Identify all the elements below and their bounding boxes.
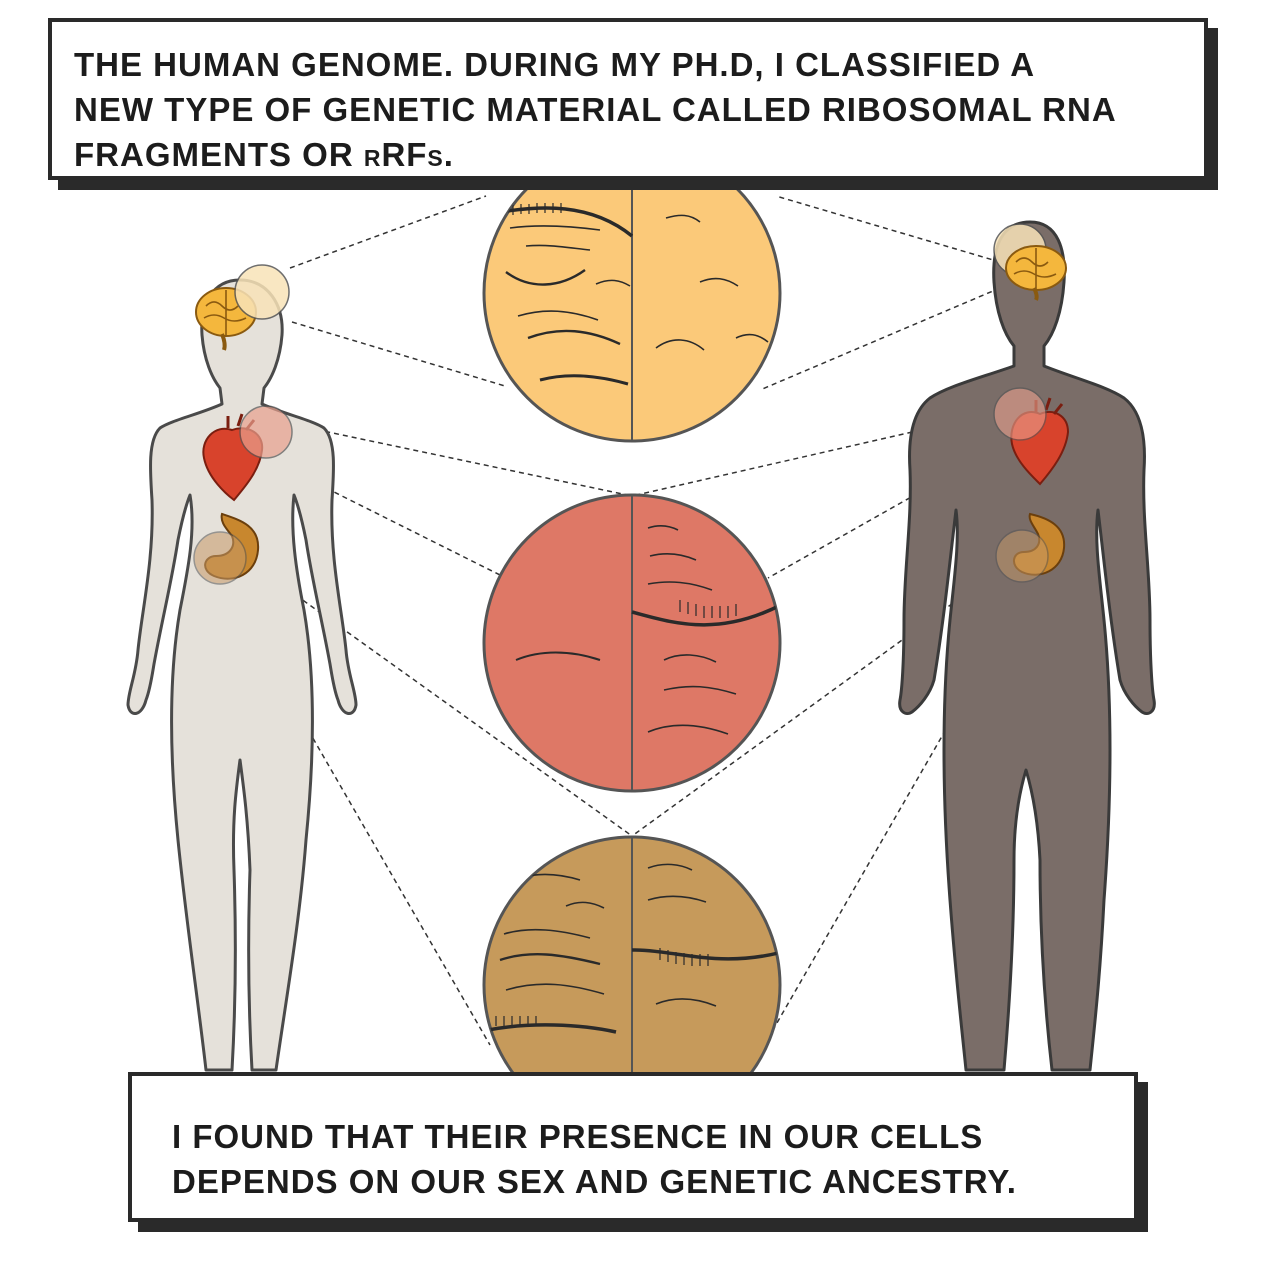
male-organs — [993, 223, 1070, 583]
caption-bottom-line-1: I FOUND THAT THEIR PRESENCE IN OUR CELLS — [172, 1118, 984, 1155]
caption-top-line-3-text: FRAGMENTS OR — [74, 136, 364, 173]
female-organs — [193, 264, 293, 585]
zoom-circle-brain — [482, 143, 782, 443]
caption-top-line-1: THE HUMAN GENOME. DURING MY PH.D, I CLAS… — [74, 46, 1036, 83]
female-figure — [126, 278, 358, 1072]
rrf-acronym: rRFs. — [363, 136, 454, 173]
caption-bottom-line-2: DEPENDS ON OUR SEX AND GENETIC ANCESTRY. — [172, 1163, 1017, 1200]
zoom-circle-heart — [482, 493, 782, 793]
male-body — [898, 220, 1156, 1072]
brain-icon — [1005, 245, 1067, 301]
male-figure — [898, 220, 1156, 1072]
caption-top-line-3: FRAGMENTS OR rRFs. — [74, 132, 1180, 177]
caption-bottom: I FOUND THAT THEIR PRESENCE IN OUR CELLS… — [128, 1072, 1138, 1222]
caption-top: THE HUMAN GENOME. DURING MY PH.D, I CLAS… — [48, 18, 1208, 180]
caption-top-line-2: NEW TYPE OF GENETIC MATERIAL CALLED RIBO… — [74, 91, 1117, 128]
female-body — [126, 278, 358, 1072]
